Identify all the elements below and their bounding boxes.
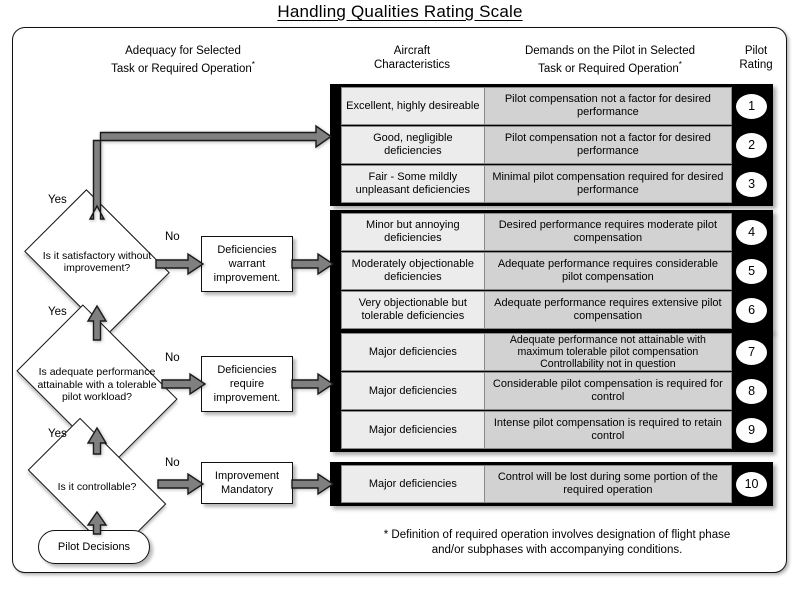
demands-cell: Control will be lost during some portion… [484, 465, 733, 503]
demands-cell: Minimal pilot compensation required for … [484, 165, 733, 203]
table-row: Good, negligible deficiencies Pilot comp… [341, 126, 771, 164]
aircraft-characteristics-cell: Major deficiencies [341, 465, 485, 503]
aircraft-characteristics-cell: Major deficiencies [341, 411, 485, 449]
arrow-no-diamond3-to-process3 [157, 472, 205, 496]
rating-badge: 6 [736, 297, 768, 323]
aircraft-characteristics-cell: Minor but annoying deficiencies [341, 213, 485, 251]
rating-group-deficiencies-require-improvement: Major deficiencies Adequate performance … [330, 330, 773, 452]
demands-cell: Pilot compensation not a factor for desi… [484, 87, 733, 125]
arrow-no-diamond2-to-process2 [161, 372, 207, 396]
rating-group-satisfactory: Excellent, highly desireable Pilot compe… [330, 84, 773, 206]
table-row: Major deficiencies Intense pilot compens… [341, 411, 771, 449]
aircraft-characteristics-cell: Fair - Some mildly unpleasant deficienci… [341, 165, 485, 203]
demands-cell: Adequate performance requires extensive … [484, 291, 733, 329]
rating-badge: 1 [736, 93, 768, 119]
rating-badge: 8 [736, 378, 768, 404]
rating-badge: 3 [736, 171, 768, 197]
rating-badge: 5 [736, 258, 768, 284]
decision-label: Is it satisfactory without improvement? [42, 249, 152, 275]
table-row: Minor but annoying deficiencies Desired … [341, 213, 771, 251]
arrow-process2-to-group3 [291, 372, 335, 396]
header-demands-line2: Task or Required Operation [538, 62, 679, 75]
page-title-text: Handling Qualities Rating Scale [277, 2, 523, 21]
pilot-rating-cell: 4 [732, 213, 771, 251]
decision-is-it-satisfactory: Is it satisfactory without improvement? [24, 189, 170, 335]
aircraft-characteristics-cell: Excellent, highly desireable [341, 87, 485, 125]
decision-label: Is it controllable? [57, 480, 137, 493]
table-row: Moderately objectionable deficiencies Ad… [341, 252, 771, 290]
rating-badge: 10 [736, 471, 768, 497]
rating-badge: 7 [736, 339, 768, 365]
terminator-pilot-decisions: Pilot Decisions [38, 530, 150, 564]
header-rating-line2: Rating [739, 59, 773, 71]
header-aircraft-line2: Characteristics [373, 59, 451, 71]
demands-cell: Desired performance requires moderate pi… [484, 213, 733, 251]
rating-badge: 9 [736, 417, 768, 443]
edge-label-no: No [165, 457, 180, 469]
footnote-marker-icon: * [251, 60, 255, 69]
decision-label: Is adequate performance attainable with … [37, 366, 157, 404]
aircraft-characteristics-cell: Major deficiencies [341, 333, 485, 371]
table-row: Fair - Some mildly unpleasant deficienci… [341, 165, 771, 203]
demands-cell: Considerable pilot compensation is requi… [484, 372, 733, 410]
arrow-yes-diamond3-to-diamond2 [86, 426, 110, 455]
footnote: * Definition of required operation invol… [352, 528, 762, 558]
edge-label-no: No [165, 352, 180, 364]
edge-label-yes: Yes [48, 306, 67, 318]
decision-is-it-controllable: Is it controllable? [27, 417, 167, 557]
pilot-rating-cell: 8 [732, 372, 771, 410]
rating-group-deficiencies-warrant-improvement: Minor but annoying deficiencies Desired … [330, 210, 773, 332]
footnote-marker-icon: * [678, 60, 682, 69]
table-row: Major deficiencies Adequate performance … [341, 333, 771, 371]
header-pilot-rating: Pilot Rating [732, 44, 780, 72]
aircraft-characteristics-cell: Very objectionable but tolerable deficie… [341, 291, 485, 329]
rating-badge: 4 [736, 219, 768, 245]
demands-cell: Adequate performance requires considerab… [484, 252, 733, 290]
demands-cell: Pilot compensation not a factor for desi… [484, 126, 733, 164]
table-row: Major deficiencies Considerable pilot co… [341, 372, 771, 410]
header-adequacy: Adequacy for Selected Task or Required O… [38, 44, 328, 76]
process-deficiencies-warrant-improvement: Deficiencies warrant improvement. [201, 236, 293, 292]
footnote-line2: and/or subphases with accompanying condi… [431, 544, 683, 556]
page-title: Handling Qualities Rating Scale [0, 2, 800, 22]
arrow-no-diamond1-to-process1 [155, 252, 205, 276]
process-deficiencies-require-improvement: Deficiencies require improvement. [201, 356, 293, 412]
aircraft-characteristics-cell: Moderately objectionable deficiencies [341, 252, 485, 290]
demands-cell: Intense pilot compensation is required t… [484, 411, 733, 449]
header-adequacy-line1: Adequacy for Selected [125, 45, 241, 57]
pilot-rating-cell: 10 [732, 465, 771, 503]
arrow-process1-to-group2 [291, 252, 335, 276]
table-row: Excellent, highly desireable Pilot compe… [341, 87, 771, 125]
table-row: Major deficiencies Control will be lost … [341, 465, 771, 503]
header-aircraft-characteristics: Aircraft Characteristics [336, 44, 488, 72]
pilot-rating-cell: 6 [732, 291, 771, 329]
demands-cell: Adequate performance not attainable with… [484, 333, 733, 371]
rating-group-improvement-mandatory: Major deficiencies Control will be lost … [330, 462, 773, 506]
pilot-rating-cell: 1 [732, 87, 771, 125]
pilot-rating-cell: 9 [732, 411, 771, 449]
aircraft-characteristics-cell: Major deficiencies [341, 372, 485, 410]
header-aircraft-line1: Aircraft [393, 45, 431, 57]
pilot-rating-cell: 5 [732, 252, 771, 290]
header-demands-on-pilot: Demands on the Pilot in Selected Task or… [486, 44, 734, 76]
pilot-rating-cell: 7 [732, 333, 771, 371]
header-demands-line1: Demands on the Pilot in Selected [524, 45, 696, 57]
edge-label-no: No [165, 231, 180, 243]
rating-badge: 2 [736, 132, 768, 158]
arrow-yes-diamond2-to-diamond1 [86, 304, 110, 341]
pilot-rating-cell: 3 [732, 165, 771, 203]
arrow-pilot-decisions-to-diamond3 [86, 510, 110, 535]
header-rating-line1: Pilot [744, 45, 768, 57]
decision-is-adequate-performance-attainable: Is adequate performance attainable with … [16, 304, 178, 466]
arrow-process3-to-group4 [291, 472, 335, 496]
pilot-rating-cell: 2 [732, 126, 771, 164]
edge-label-yes: Yes [48, 194, 67, 206]
aircraft-characteristics-cell: Good, negligible deficiencies [341, 126, 485, 164]
edge-label-yes: Yes [48, 428, 67, 440]
footnote-line1: * Definition of required operation invol… [383, 529, 731, 541]
header-adequacy-line2: Task or Required Operation [111, 62, 252, 75]
table-row: Very objectionable but tolerable deficie… [341, 291, 771, 329]
process-improvement-mandatory: Improvement Mandatory [201, 462, 293, 504]
